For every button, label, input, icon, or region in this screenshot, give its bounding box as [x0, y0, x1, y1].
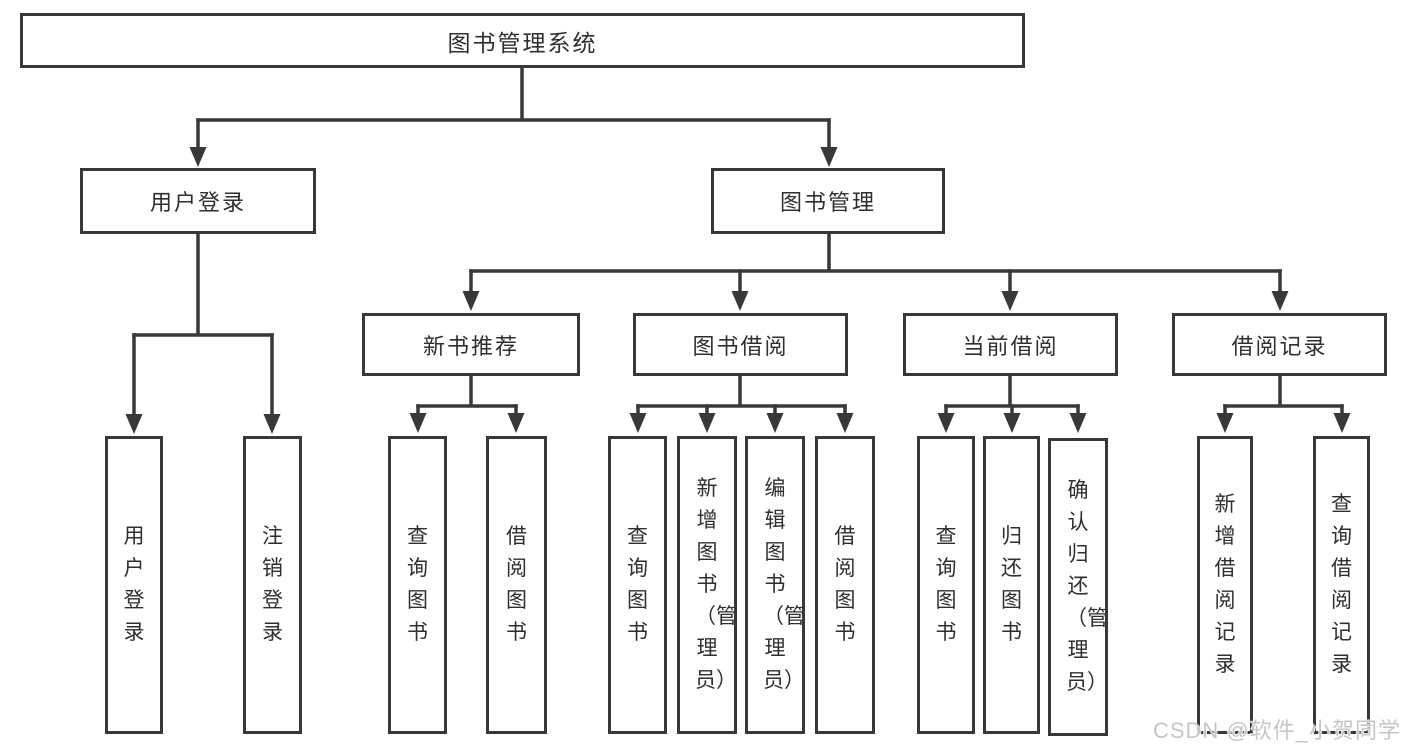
leaf-add-borrow-record: 新增借阅记录: [1197, 436, 1253, 734]
node-label: 新书推荐: [422, 333, 519, 359]
leaf-borrow-books: 借阅图书: [815, 436, 875, 734]
node-label: 用户登录: [123, 525, 145, 644]
node-label: 借阅图书: [506, 525, 527, 644]
connectors-book-management: [462, 232, 1289, 311]
node-label: 确认归还（管理员）: [1066, 479, 1108, 694]
node-label: 查询图书: [935, 525, 957, 644]
node-label: 借阅记录: [1231, 333, 1328, 359]
node-label: 编辑图书（管理员）: [763, 477, 805, 692]
leaf-logout: 注销登录: [243, 436, 302, 734]
node-new-book-recommend: 新书推荐: [362, 313, 580, 376]
leaf-query-books-recommend: 查询图书: [388, 436, 447, 734]
leaf-confirm-return-admin: 确认归还（管理员）: [1048, 438, 1108, 736]
node-label: 图书管理: [779, 190, 876, 215]
node-label: 借阅图书: [834, 525, 856, 644]
connectors-user-login: [125, 232, 281, 434]
connectors-root: [189, 66, 838, 167]
leaf-query-borrow-record: 查询借阅记录: [1313, 436, 1370, 734]
node-root: 图书管理系统: [20, 13, 1025, 68]
leaf-user-login: 用户登录: [105, 436, 163, 734]
connectors-new-book-recommend: [409, 374, 525, 433]
node-label: 当前借阅: [962, 333, 1059, 359]
node-user-login-branch: 用户登录: [80, 168, 316, 234]
node-label: 查询图书: [627, 525, 648, 644]
node-label: 注销登录: [262, 525, 283, 644]
leaf-return-book: 归还图书: [983, 436, 1040, 734]
leaf-edit-book-admin: 编辑图书（管理员）: [745, 436, 805, 734]
node-borrow-records: 借阅记录: [1172, 313, 1387, 376]
connectors-book-borrow: [629, 374, 854, 433]
leaf-query-books-current: 查询图书: [917, 436, 975, 734]
connectors-borrow-records: [1216, 374, 1351, 433]
node-label: 用户登录: [149, 190, 246, 215]
node-label: 图书借阅: [692, 333, 789, 359]
node-label: 新增图书（管理员）: [695, 477, 737, 692]
node-label: 图书管理系统: [447, 29, 598, 56]
connectors-current-borrow: [937, 374, 1087, 433]
node-label: 查询借阅记录: [1331, 493, 1352, 676]
node-book-management-branch: 图书管理: [711, 168, 945, 234]
node-current-borrow: 当前借阅: [903, 313, 1118, 376]
leaf-query-books-borrow: 查询图书: [608, 436, 667, 734]
node-label: 新增借阅记录: [1214, 493, 1236, 676]
node-label: 归还图书: [1001, 525, 1022, 644]
leaf-borrow-books-recommend: 借阅图书: [486, 436, 547, 734]
csdn-watermark: CSDN @软件_小贺同学: [1152, 718, 1401, 743]
node-label: 查询图书: [407, 525, 428, 644]
leaf-add-book-admin: 新增图书（管理员）: [677, 436, 737, 734]
node-book-borrow: 图书借阅: [633, 313, 848, 376]
